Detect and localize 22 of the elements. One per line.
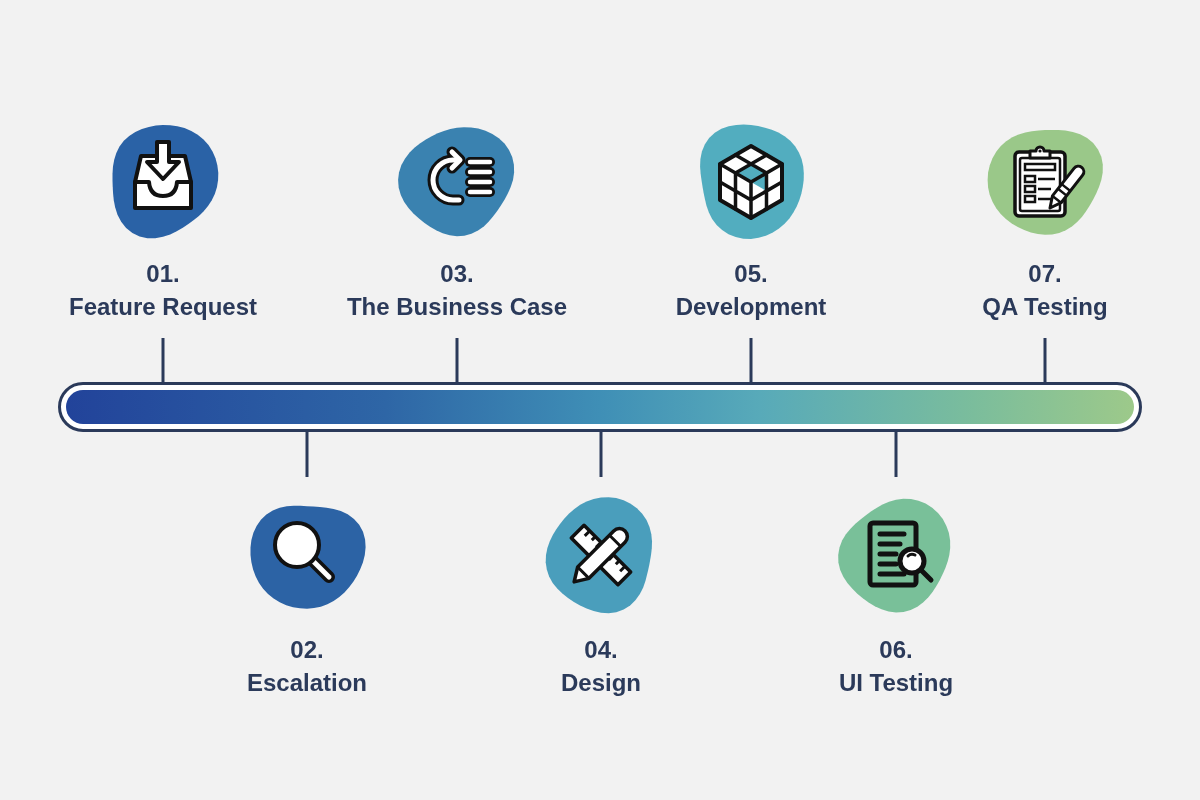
connector-line <box>894 432 898 477</box>
connector-line <box>161 338 165 382</box>
step-number: 03. <box>440 259 474 289</box>
step-number: 05. <box>734 259 768 289</box>
step-title: Development <box>675 292 827 322</box>
step-title: QA Testing <box>982 292 1108 322</box>
step-title: The Business Case <box>346 292 568 322</box>
step-number: 02. <box>290 635 324 665</box>
connector-line <box>599 432 603 477</box>
step-number: 01. <box>146 259 180 289</box>
step-title: Escalation <box>246 668 367 698</box>
step-number: 04. <box>584 635 618 665</box>
connector-line <box>1043 338 1047 382</box>
connector-line <box>749 338 753 382</box>
step-title: Feature Request <box>68 292 258 322</box>
step-title: Design <box>561 668 641 698</box>
connector-line <box>455 338 459 382</box>
step-title: UI Testing <box>838 668 954 698</box>
timeline-bar <box>58 382 1142 432</box>
connector-line <box>305 432 309 477</box>
step-number: 06. <box>879 635 913 665</box>
step-number: 07. <box>1028 259 1062 289</box>
